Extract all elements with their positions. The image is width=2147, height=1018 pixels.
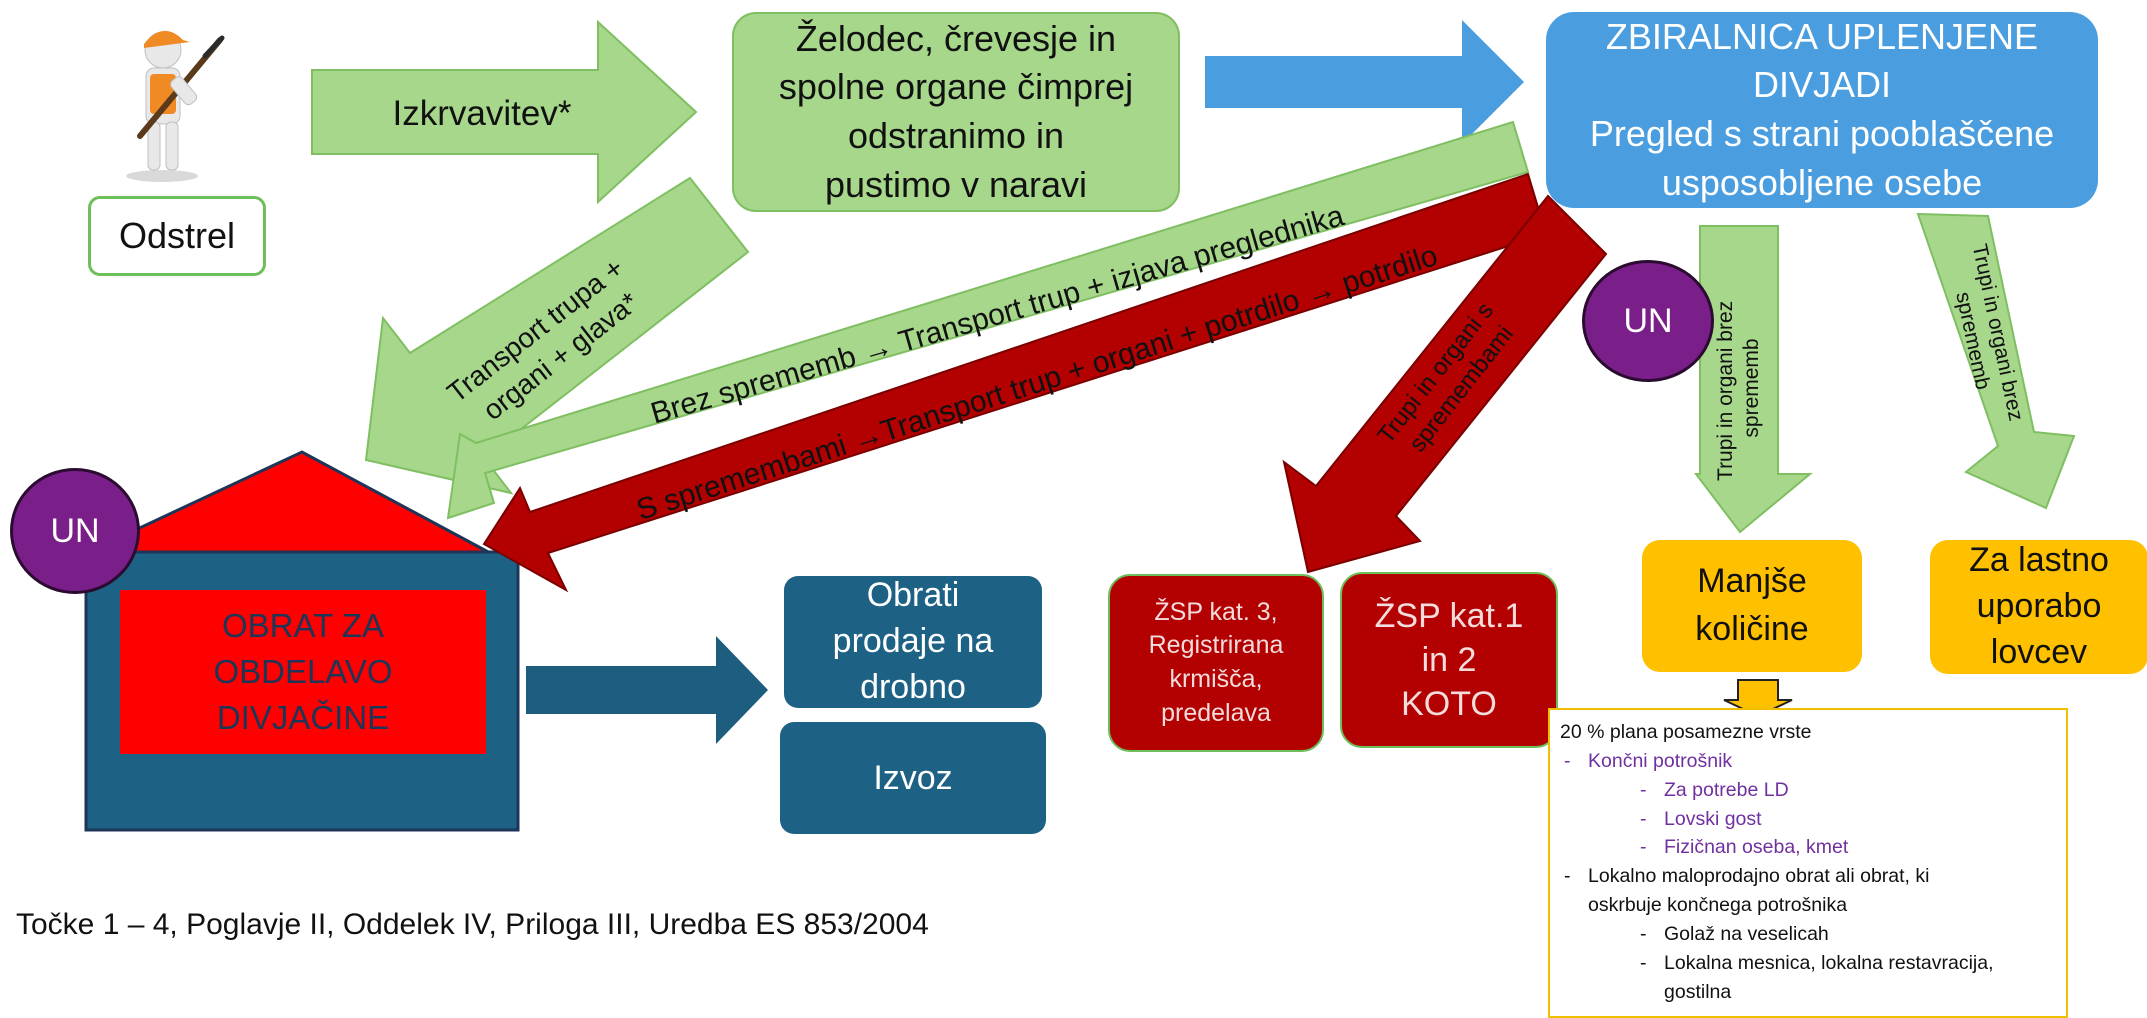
note-sub-item-text2: gostilna <box>1664 980 1732 1003</box>
note-sub-item: - Lovski gost <box>1560 805 2056 834</box>
note-sub-item-text: Lovski gost <box>1664 807 1762 830</box>
izkrvavitev-label: Izkrvavitev* <box>393 94 572 133</box>
trupi-brez-mid-label: Trupi in organi brez sprememb <box>1714 295 1763 481</box>
note-dash: - <box>1640 778 1647 801</box>
izvoz-label: Izvoz <box>873 758 953 797</box>
note-item-lokalno-text: Lokalno maloprodajno obrat ali obrat, ki <box>1588 865 1930 888</box>
manjse-kolicine-box: Manjše količine <box>1642 540 1862 672</box>
hunter-figure-icon <box>126 30 225 182</box>
brez-sprememb-arrow <box>446 120 1530 520</box>
trupi-brez-mid-line2: sprememb <box>1740 338 1763 437</box>
note-dash: - <box>1640 807 1647 830</box>
note-dash: - <box>1640 951 1647 974</box>
izvoz-box: Izvoz <box>780 722 1046 834</box>
zsp-kat12-label: ŽSP kat.1 in 2 KOTO <box>1374 596 1524 724</box>
un-badge-right: UN <box>1582 260 1714 382</box>
odstrel-box: Odstrel <box>88 196 266 276</box>
un-badge-left: UN <box>10 468 140 594</box>
un-badge-right-label: UN <box>1623 301 1673 340</box>
trupi-brez-right-arrow <box>1916 212 2076 510</box>
lastno-uporabo-box: Za lastno uporabo lovcev <box>1930 540 2147 674</box>
note-item-koncni-text: Končni potrošnik <box>1588 749 1733 772</box>
note-sub-item: - Golaž na veselicah <box>1560 920 2056 949</box>
note-dash: - <box>1564 865 1571 888</box>
to-zbiralnica-arrow <box>1205 20 1524 144</box>
note-dash: - <box>1640 836 1647 859</box>
transport-trupa-arrow <box>364 176 750 495</box>
un-badge-left-label: UN <box>50 511 100 550</box>
note-item-lokalno-text2: oskrbuje končnega potrošnika <box>1588 894 1848 917</box>
note-sub-item: - Za potrebe LD <box>1560 776 2056 805</box>
lastno-uporabo-label: Za lastno uporabo lovcev <box>1969 541 2109 671</box>
note-item-lokalno: - Lokalno maloprodajno obrat ali obrat, … <box>1560 862 2056 891</box>
to-prodaja-arrow <box>526 636 768 744</box>
note-dash: - <box>1564 749 1571 772</box>
note-item-koncni: - Končni potrošnik <box>1560 747 2056 776</box>
note-sub-item: - Lokalna mesnica, lokalna restavracija, <box>1560 949 2056 978</box>
zelodec-box: Želodec, črevesje in spolne organe čimpr… <box>732 12 1180 212</box>
note-sub-item-text: Lokalna mesnica, lokalna restavracija, <box>1664 951 1994 974</box>
note-sub-item-text: Fizičnan oseba, kmet <box>1664 836 1849 859</box>
note-sub-item-text: Za potrebe LD <box>1664 778 1789 801</box>
note-item-lokalno-cont: oskrbuje končnega potrošnika <box>1560 891 2056 920</box>
prodaja-box: Obrati prodaje na drobno <box>784 576 1042 708</box>
note-sub-item-cont: gostilna <box>1560 978 2056 1007</box>
zbiralnica-box: ZBIRALNICA UPLENJENE DIVJADI Pregled s s… <box>1546 12 2098 208</box>
izkrvavitev-arrow <box>311 19 698 205</box>
manjse-kolicine-note: 20 % plana posamezne vrste - Končni potr… <box>1548 708 2068 1018</box>
trupi-brez-mid-arrow <box>1693 225 1813 534</box>
prodaja-label: Obrati prodaje na drobno <box>832 576 994 706</box>
odstrel-label: Odstrel <box>118 215 236 256</box>
obrat-box: OBRAT ZA OBDELAVO DIVJAČINE <box>120 590 486 754</box>
note-dash: - <box>1640 923 1647 946</box>
note-heading: 20 % plana posamezne vrste <box>1560 721 1812 743</box>
zsp-kat12-box: ŽSP kat.1 in 2 KOTO <box>1340 572 1558 748</box>
trupi-s-spremembami-arrow <box>1282 194 1608 574</box>
obrat-label: OBRAT ZA OBDELAVO DIVJAČINE <box>213 606 393 737</box>
manjse-kolicine-label: Manjše količine <box>1695 562 1809 648</box>
s-spremembami-arrow <box>482 172 1548 593</box>
regulation-citation: Točke 1 – 4, Poglavje II, Oddelek IV, Pr… <box>16 908 929 941</box>
zsp-kat3-box: ŽSP kat. 3, Registrirana krmišča, predel… <box>1108 574 1324 752</box>
zsp-kat3-label: ŽSP kat. 3, Registrirana krmišča, predel… <box>1148 597 1284 727</box>
trupi-brez-mid-line1: Trupi in organi brez <box>1714 301 1737 481</box>
note-sub-item: - Fizičnan oseba, kmet <box>1560 833 2056 862</box>
zbiralnica-label: ZBIRALNICA UPLENJENE DIVJADI Pregled s s… <box>1589 15 2055 203</box>
zelodec-label: Želodec, črevesje in spolne organe čimpr… <box>778 17 1134 205</box>
note-sub-item-text: Golaž na veselicah <box>1664 923 1829 946</box>
